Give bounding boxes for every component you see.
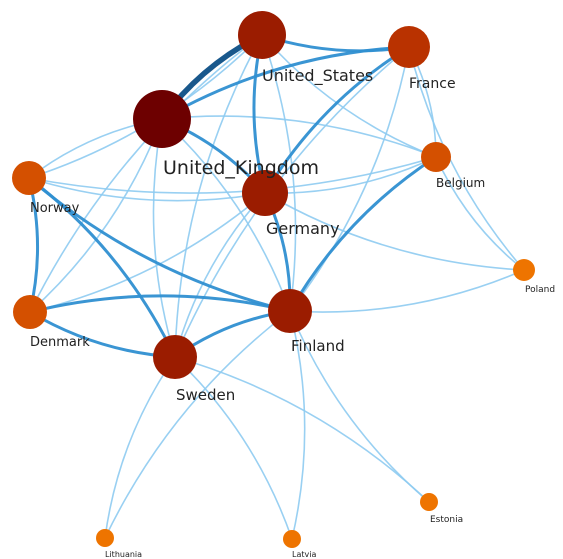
edge-sweden-latvia (174, 356, 293, 540)
edge-finland-latvia (289, 310, 306, 540)
edge-sweden-estonia (174, 356, 430, 503)
node-label-denmark: Denmark (30, 335, 90, 350)
node-label-poland: Poland (525, 285, 555, 295)
node-denmark[interactable] (13, 295, 47, 329)
node-label-norway: Norway (30, 201, 80, 216)
edge-germany-poland (264, 192, 525, 271)
edge-united-kingdom-belgium (161, 115, 437, 158)
node-estonia[interactable] (420, 493, 438, 511)
node-label-finland: Finland (291, 337, 345, 355)
node-label-france: France (409, 76, 456, 92)
edge-united-kingdom-finland (161, 118, 291, 312)
node-poland[interactable] (513, 259, 535, 281)
edge-united-states-belgium (261, 34, 437, 158)
node-france[interactable] (388, 26, 430, 68)
node-label-latvia: Latvia (292, 550, 316, 559)
node-belgium[interactable] (421, 142, 451, 172)
edge-france-poland (408, 46, 525, 271)
node-label-belgium: Belgium (436, 176, 485, 190)
edge-belgium-norway (28, 156, 437, 194)
node-label-sweden: Sweden (176, 386, 235, 404)
node-label-united-states: United_States (262, 66, 373, 86)
edge-norway-germany (28, 177, 266, 202)
node-label-estonia: Estonia (430, 515, 463, 525)
edge-france-finland (289, 46, 410, 312)
edge-france-germany (263, 45, 411, 195)
node-lithuania[interactable] (96, 529, 114, 547)
edge-sweden-lithuania (104, 356, 176, 539)
node-norway[interactable] (12, 161, 46, 195)
edge-united-kingdom-denmark (29, 118, 163, 313)
edge-finland-lithuania (104, 310, 291, 539)
node-united-states[interactable] (238, 11, 286, 59)
node-label-lithuania: Lithuania (105, 550, 142, 559)
node-finland[interactable] (268, 289, 312, 333)
node-sweden[interactable] (153, 335, 197, 379)
nodes-layer (12, 11, 535, 548)
edge-norway-denmark (27, 176, 40, 314)
edge-finland-poland (289, 269, 525, 313)
node-label-united-kingdom: United_Kingdom (163, 157, 319, 179)
node-united-kingdom[interactable] (133, 90, 191, 148)
node-label-germany: Germany (266, 219, 340, 238)
edge-denmark-finland (28, 294, 292, 314)
node-latvia[interactable] (283, 530, 301, 548)
node-germany[interactable] (242, 170, 288, 216)
edge-germany-denmark (29, 192, 266, 313)
edges-layer (27, 32, 525, 540)
edge-norway-finland (27, 176, 292, 313)
edge-united-states-denmark (29, 34, 263, 313)
edge-belgium-finland (288, 155, 438, 313)
edge-belgium-poland (435, 156, 525, 271)
edge-united-kingdom-sweden (152, 118, 176, 358)
edge-united-states-sweden (174, 34, 263, 358)
